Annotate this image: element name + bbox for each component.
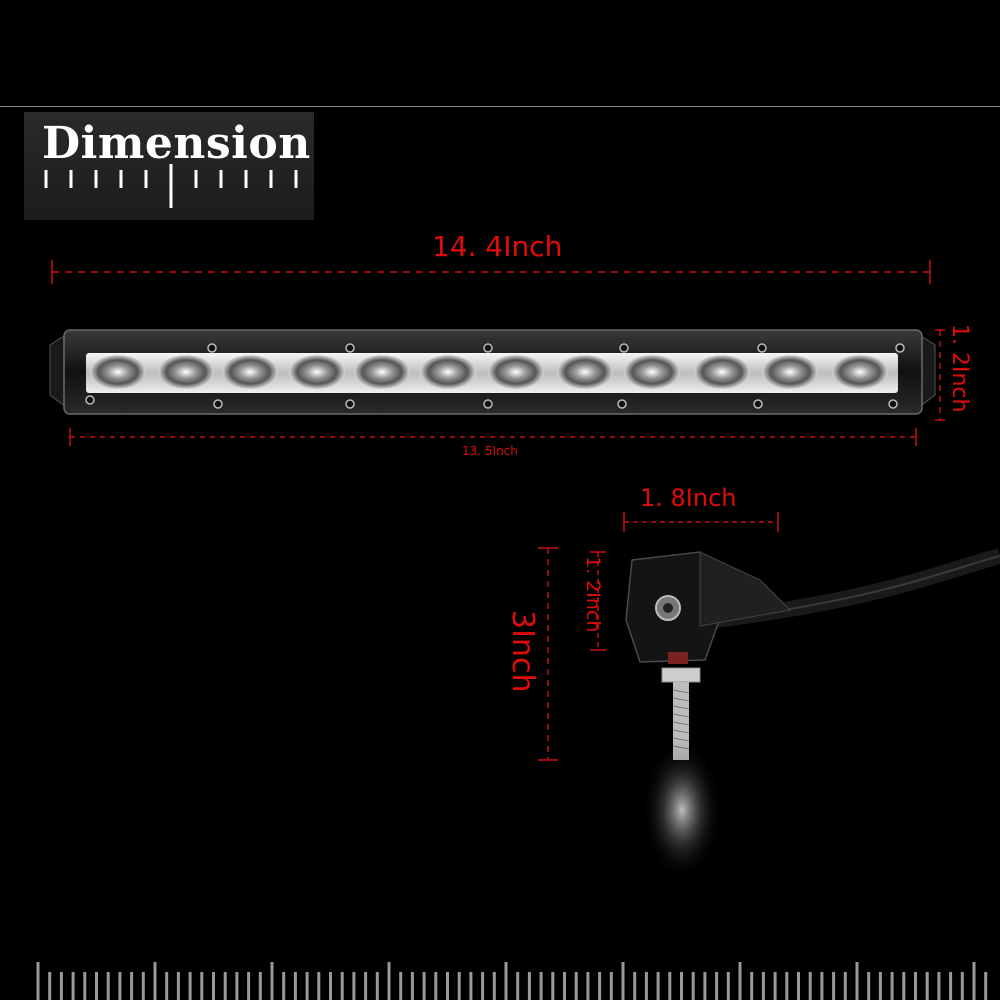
page-title: Dimension: [42, 118, 311, 169]
side-width-label: 1. 8Inch: [640, 484, 737, 512]
mount-length-label: 13. 5Inch: [462, 444, 518, 458]
side-height-label: 1. 2Inch: [582, 556, 604, 633]
top-divider: [0, 106, 1000, 107]
housing-height-label: 1. 2Inch: [947, 324, 972, 413]
title-panel: Dimension: [24, 112, 314, 220]
side-total-height-label: 3Inch: [505, 610, 540, 693]
overall-length-label: 14. 4Inch: [432, 230, 563, 263]
ruler-ticks-icon: [44, 164, 298, 208]
